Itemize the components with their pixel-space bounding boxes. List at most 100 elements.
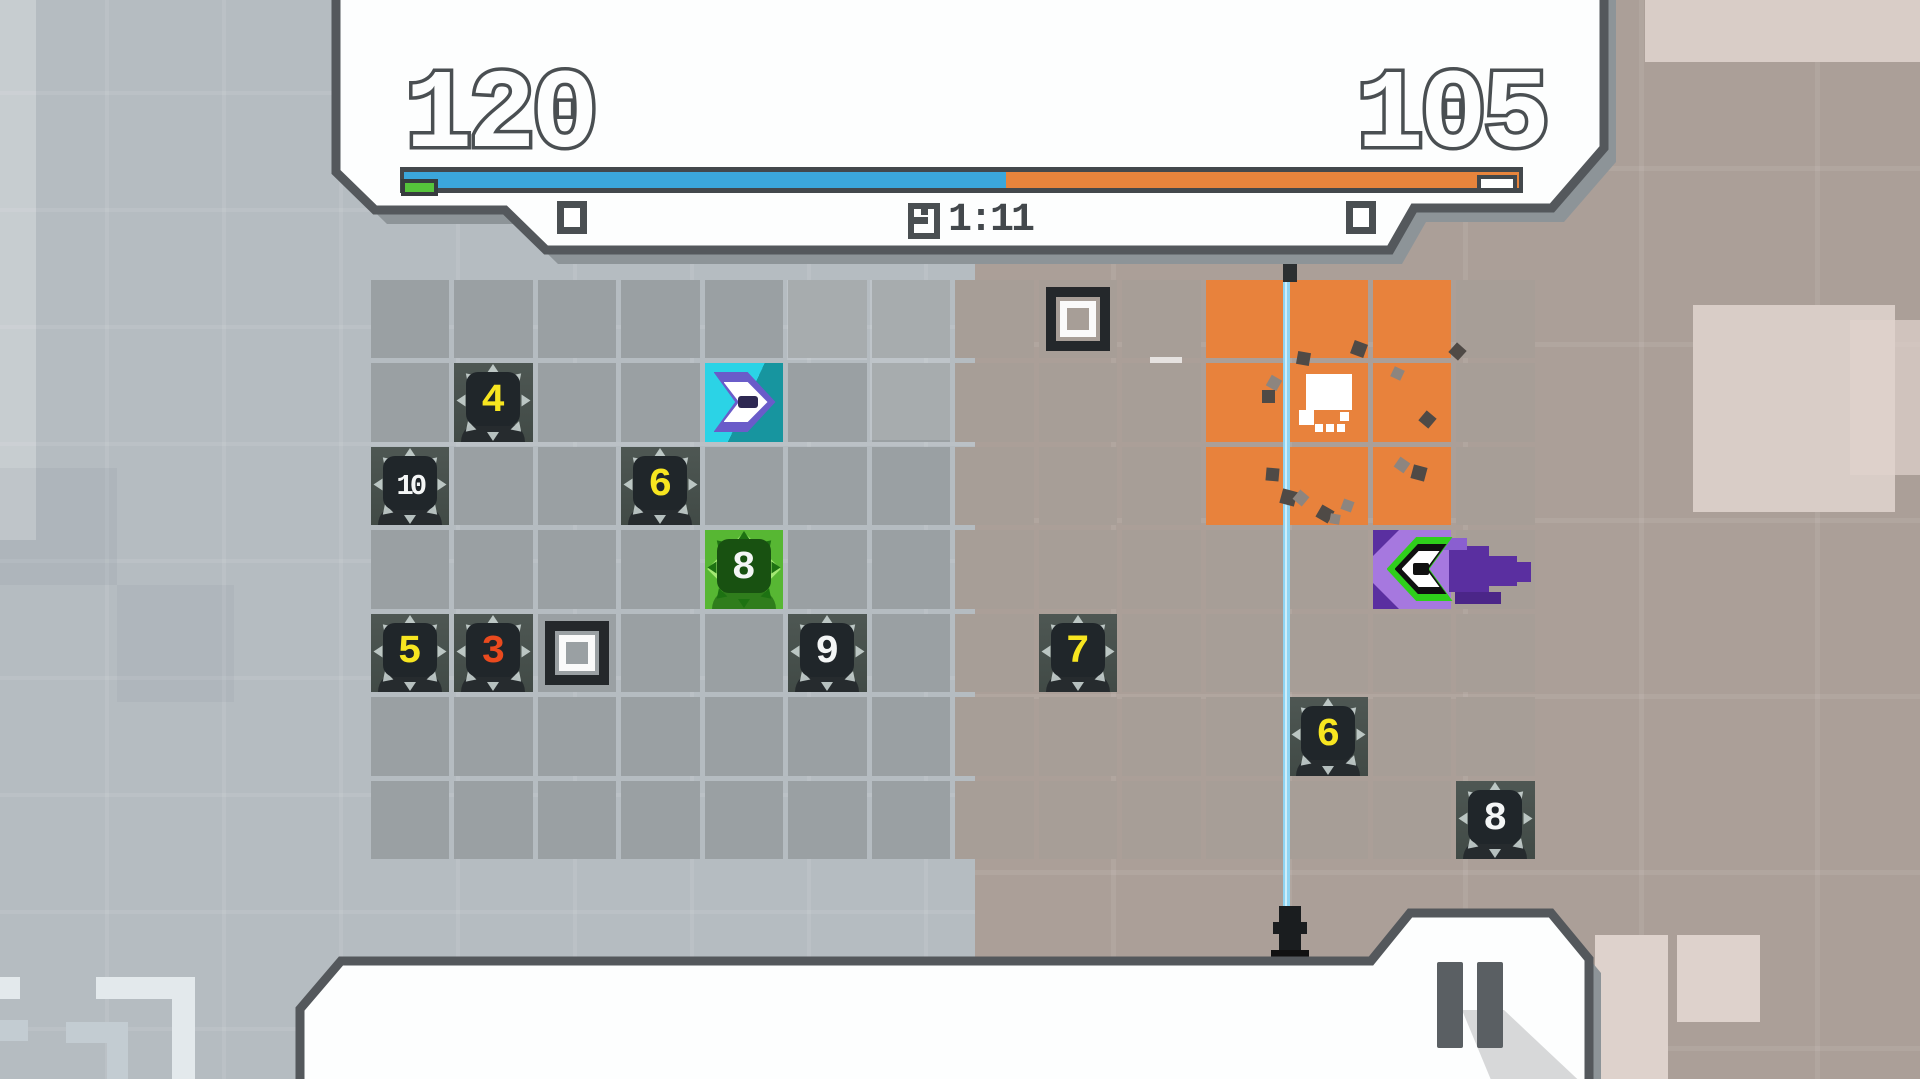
tile-face: [1050, 622, 1105, 677]
board-cell[interactable]: [370, 279, 449, 358]
board-cell[interactable]: [1038, 530, 1117, 609]
board-cell[interactable]: [1122, 780, 1201, 859]
board-cell[interactable]: [788, 446, 867, 525]
board-cell[interactable]: [871, 363, 950, 442]
board-cell[interactable]: [537, 780, 616, 859]
board-cell[interactable]: [955, 530, 1034, 609]
board-cell[interactable]: [1456, 279, 1535, 358]
board-cell[interactable]: [537, 363, 616, 442]
board-cell[interactable]: [537, 279, 616, 358]
board-cell[interactable]: [955, 363, 1034, 442]
board-cell[interactable]: [370, 697, 449, 776]
tile-base: [1296, 755, 1360, 776]
board-cell[interactable]: [1038, 363, 1117, 442]
board-cell[interactable]: [1205, 697, 1284, 776]
board-cell[interactable]: [955, 279, 1034, 358]
board-cell[interactable]: [704, 613, 783, 692]
number-tile[interactable]: 9: [788, 613, 867, 692]
tile-number: 6: [1316, 713, 1341, 758]
board-cell[interactable]: [871, 780, 950, 859]
board-cell[interactable]: [1205, 780, 1284, 859]
number-tile[interactable]: 6: [621, 446, 700, 525]
board-cell[interactable]: [370, 780, 449, 859]
board-cell[interactable]: [871, 613, 950, 692]
board-cell[interactable]: [1456, 613, 1535, 692]
board-cell[interactable]: [1122, 530, 1201, 609]
board-highlight: [1150, 357, 1182, 363]
board-cell[interactable]: [1038, 446, 1117, 525]
board-cell[interactable]: [1122, 613, 1201, 692]
board-cell[interactable]: [1289, 613, 1368, 692]
board-cell[interactable]: [1205, 613, 1284, 692]
tile-arrow-icon: [1322, 765, 1334, 775]
board-cell[interactable]: [1289, 780, 1368, 859]
number-tile[interactable]: 5: [370, 613, 449, 692]
board-cell-orange[interactable]: [1205, 279, 1284, 358]
board-cell[interactable]: [788, 279, 867, 358]
board-cell[interactable]: [1122, 363, 1201, 442]
pause-button[interactable]: [1427, 952, 1517, 1058]
board-cell[interactable]: [1038, 697, 1117, 776]
number-tile[interactable]: 7: [1038, 613, 1117, 692]
board-cell[interactable]: [955, 613, 1034, 692]
number-tile[interactable]: 8: [704, 530, 783, 609]
board-cell-orange[interactable]: [1205, 446, 1284, 525]
board-cell[interactable]: [871, 697, 950, 776]
board-cell-orange[interactable]: [1372, 446, 1451, 525]
board-cell[interactable]: [621, 697, 700, 776]
board-cell[interactable]: [1372, 780, 1451, 859]
board-cell[interactable]: [1456, 446, 1535, 525]
tile-arrow-icon: [737, 531, 750, 540]
board-cell-orange[interactable]: [1372, 279, 1451, 358]
board-cell[interactable]: [871, 446, 950, 525]
board-cell[interactable]: [621, 279, 700, 358]
board-cell[interactable]: [788, 530, 867, 609]
board-cell[interactable]: [1122, 697, 1201, 776]
board-cell[interactable]: [955, 697, 1034, 776]
number-tile[interactable]: 3: [454, 613, 533, 692]
number-tile[interactable]: 6: [1289, 697, 1368, 776]
background-square: [117, 585, 234, 702]
board-cell[interactable]: [704, 780, 783, 859]
board-cell[interactable]: [621, 780, 700, 859]
board-cell[interactable]: [454, 780, 533, 859]
board-cell[interactable]: [1038, 780, 1117, 859]
number-tile[interactable]: 8: [1456, 780, 1535, 859]
board-cell[interactable]: [1205, 530, 1284, 609]
board-cell[interactable]: [537, 530, 616, 609]
board-cell[interactable]: [955, 780, 1034, 859]
board-cell[interactable]: [871, 530, 950, 609]
board-cell[interactable]: [704, 279, 783, 358]
number-tile[interactable]: 10: [370, 446, 449, 525]
board-cell[interactable]: [621, 530, 700, 609]
number-tile[interactable]: 4: [454, 363, 533, 442]
tile-number: 7: [1065, 629, 1090, 675]
board-cell[interactable]: [788, 697, 867, 776]
board-cell[interactable]: [370, 363, 449, 442]
board-cell[interactable]: [788, 780, 867, 859]
board-cell[interactable]: [1122, 279, 1201, 358]
round-timer: 1:11: [908, 198, 1035, 243]
board-cell[interactable]: [537, 697, 616, 776]
board-cell-orange[interactable]: [1372, 363, 1451, 442]
board-cell[interactable]: [955, 446, 1034, 525]
debris-particle: [1329, 513, 1341, 525]
board-cell[interactable]: [871, 279, 950, 358]
board-cell[interactable]: [1372, 697, 1451, 776]
board-cell[interactable]: [1372, 613, 1451, 692]
board-cell[interactable]: [1289, 530, 1368, 609]
board-cell[interactable]: [454, 279, 533, 358]
board-cell[interactable]: [621, 613, 700, 692]
board-cell[interactable]: [1456, 363, 1535, 442]
board-cell[interactable]: [621, 363, 700, 442]
board-cell[interactable]: [1122, 446, 1201, 525]
board-cell[interactable]: [788, 363, 867, 442]
board-cell[interactable]: [537, 446, 616, 525]
board-cell[interactable]: [704, 697, 783, 776]
board-cell[interactable]: [454, 697, 533, 776]
board-cell[interactable]: [454, 446, 533, 525]
board-cell[interactable]: [370, 530, 449, 609]
board-cell[interactable]: [1456, 697, 1535, 776]
board-cell[interactable]: [704, 446, 783, 525]
board-cell[interactable]: [454, 530, 533, 609]
